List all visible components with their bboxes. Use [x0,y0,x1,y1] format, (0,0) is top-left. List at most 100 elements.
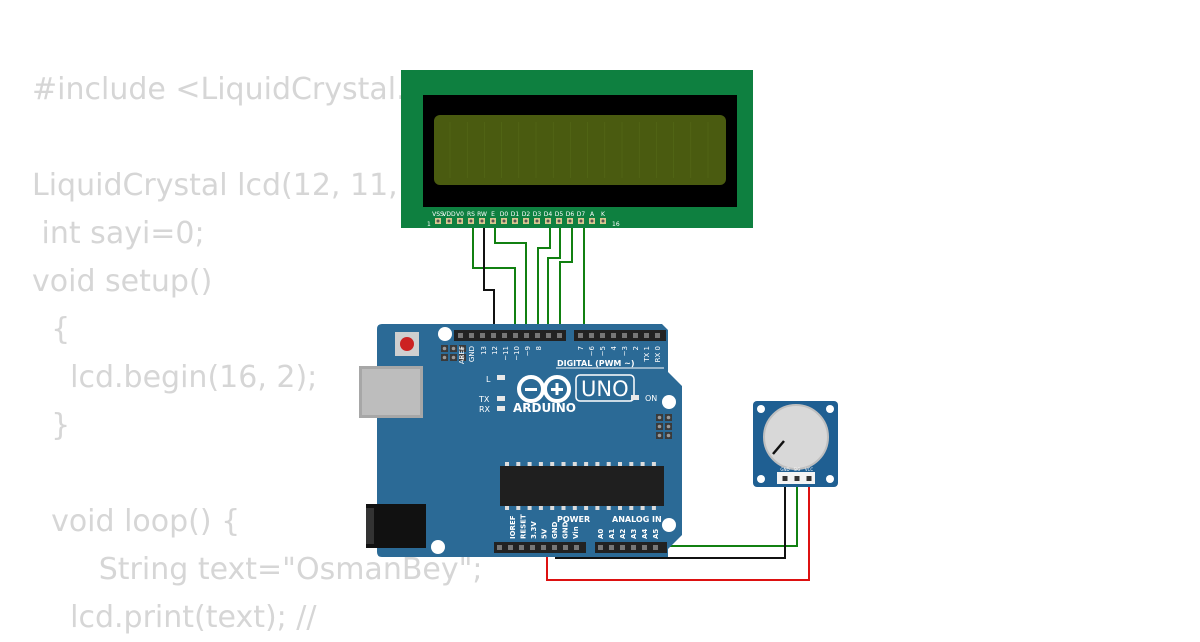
header-hole [530,545,535,550]
lcd-pin-hole [447,219,451,223]
icsp-pin-dot [451,355,456,360]
header-hole [541,545,546,550]
chip-leg [527,506,532,510]
led-label-l: L [486,375,491,384]
chip-leg [572,506,577,510]
icsp-header-right [656,414,672,439]
header-hole [458,333,463,338]
digital-pin-label: 13 [480,346,488,355]
chip-leg [618,462,622,466]
lcd-pin-label: D0 [500,211,509,218]
header-hole [519,545,524,550]
icsp-pin-dot [666,415,671,420]
lcd-pin-label: D5 [555,211,564,218]
lcd-pin-label: D2 [522,211,531,218]
digital-pin-label: GND [468,346,476,362]
chip-leg [527,462,532,466]
lcd-pin-hole [436,219,440,223]
chip-leg [640,462,645,466]
usb-port-inner [362,369,420,415]
chip-leg [538,506,543,510]
code-line: lcd.print(text); // [32,600,317,635]
microcontroller-chip [500,466,664,506]
logo-loop-right [543,375,571,403]
icsp-header-left [441,345,466,361]
lcd-char-cells [449,122,709,178]
logo-minus [525,388,537,391]
lcd-pin-label: VSS [432,211,444,218]
header-hole [655,333,660,338]
header-hole [633,333,638,338]
pot-pin-label: SIG [794,467,801,472]
wires [472,221,810,581]
power-jack [366,504,426,548]
lcd-pin-hole [491,219,495,223]
lcd-pin-label: D3 [533,211,542,218]
chip-leg [572,462,577,466]
lcd-pin-label: V0 [456,211,464,218]
header-hole [535,333,540,338]
header-hole [563,545,568,550]
led-on [631,395,639,400]
header-hole [508,545,513,550]
analog-pin-label: A3 [630,529,638,539]
analog-pin-label: A4 [641,529,649,539]
chip-leg [561,506,566,510]
mount-hole-br [662,518,676,532]
power-pin-label: IOREF [509,515,517,539]
power-pin-label: GND [551,521,559,539]
header-hole [578,333,583,338]
wire-d5-to-d4 [547,221,561,334]
pot-pin [806,476,812,481]
power-pin-label: 5V [541,528,549,539]
pot-pins [782,476,812,481]
header-hole [502,333,507,338]
pot-pin [782,476,788,481]
power-pin-label: RESET [520,514,528,539]
chip-leg [629,462,634,466]
mount-hole-bl [431,540,445,554]
digital-pin-label: 2 [632,346,640,350]
power-header [494,542,586,553]
header-hole [497,545,502,550]
header-hole [631,545,636,550]
pot-pin [794,476,800,481]
led-label-rx: RX [479,405,491,414]
header-hole [653,545,658,550]
icsp-pin-dot [442,346,447,351]
lcd-pin-label: D1 [511,211,520,218]
lcd-pin-hole [480,219,484,223]
header-hole [609,545,614,550]
code-line: int sayi=0; [32,216,205,251]
pot-hole-tl [757,405,765,413]
power-pin-label: 3.3V [530,521,538,539]
lcd-pin-hole [590,219,594,223]
chip-leg [595,462,600,466]
lcd-pin-hole [601,219,605,223]
lcd-pin-label: A [590,211,595,218]
header-hole [589,333,594,338]
pot-hole-br [826,475,834,483]
pot-hole-bl [757,475,765,483]
chip-leg [606,462,611,466]
digital-pin-label: ~10 [513,346,521,361]
code-line: { [32,312,71,347]
header-hole [491,333,496,338]
chip-leg [651,506,656,510]
wire-d4-to-d5 [537,221,551,334]
digital-label: DIGITAL (PWM ~) [557,359,635,368]
chip-leg [651,462,656,466]
power-pin-label: Vin [572,526,580,539]
header-hole [600,333,605,338]
icsp-pin-dot [666,433,671,438]
mount-hole-tl [438,327,452,341]
lcd-pin-first: 1 [427,221,431,228]
wire-pot-sig-to-a5 [662,475,798,547]
digital-pin-label: TX 1 [643,346,651,363]
wire-pot-vcc-to-5v [546,475,810,581]
wire-rw-to-gnd [483,221,495,334]
